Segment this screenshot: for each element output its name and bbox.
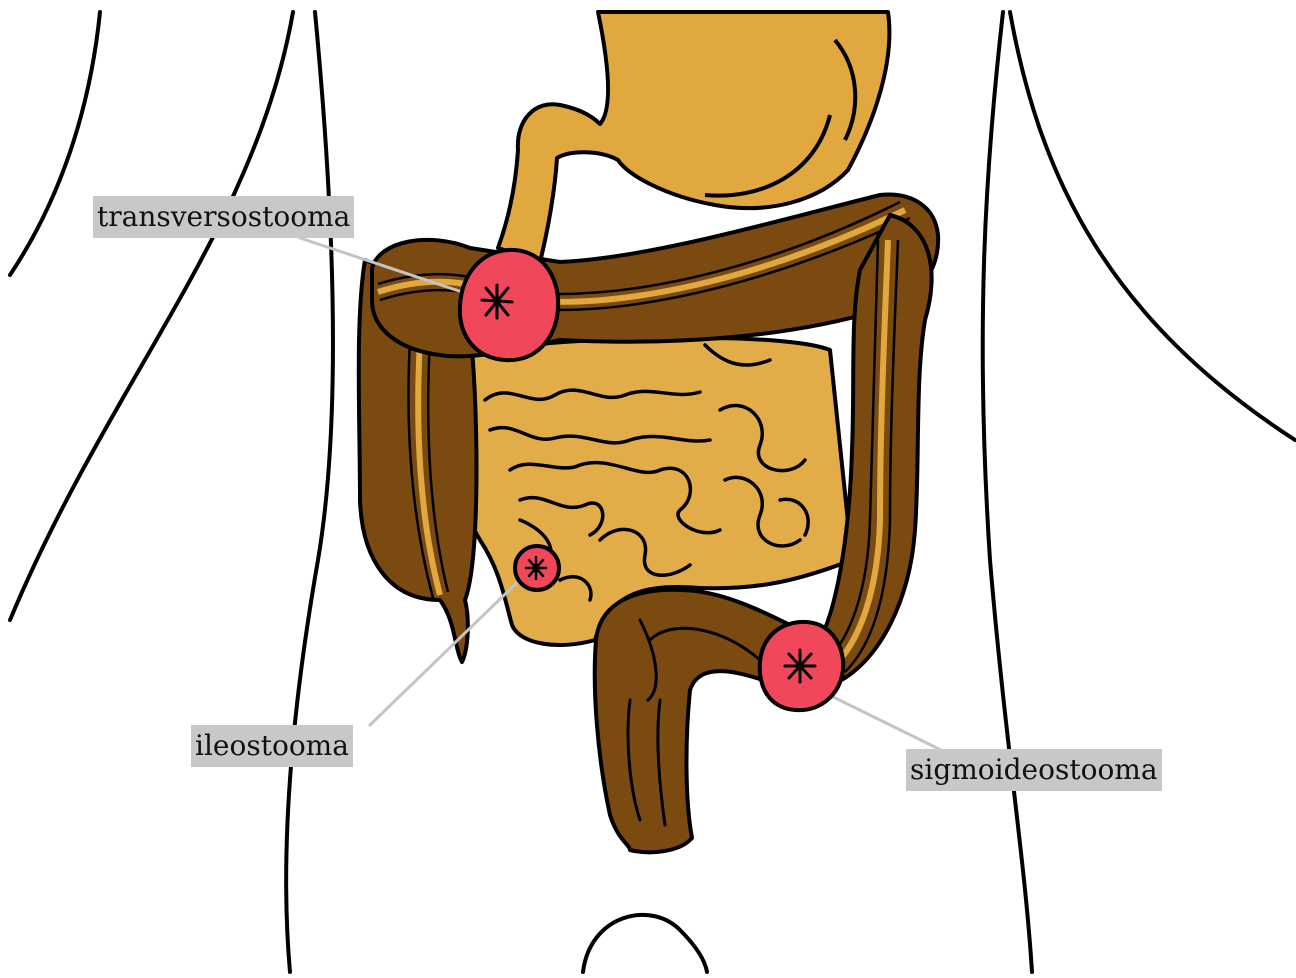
leader-line-sigmoid [815,688,945,752]
stoma-ileo [515,546,559,590]
navel-outline [583,915,707,972]
body-outline-left-outer [10,12,100,275]
stoma-transverse [460,250,558,360]
label-sigmoideostooma: sigmoideostooma [906,749,1162,791]
label-transversostooma: transversostooma [93,196,354,238]
stoma-opening-icon [785,650,815,682]
body-outline-left-inner [10,12,293,620]
body-outline-left-side [286,12,333,972]
stoma-opening-icon [482,285,512,318]
label-ileostooma: ileostooma [191,725,353,767]
body-outline-right-outer [1010,12,1295,440]
body-outline-right-side [983,12,1032,972]
stoma-sigmoid [760,622,843,710]
stoma-opening-icon [526,557,546,579]
